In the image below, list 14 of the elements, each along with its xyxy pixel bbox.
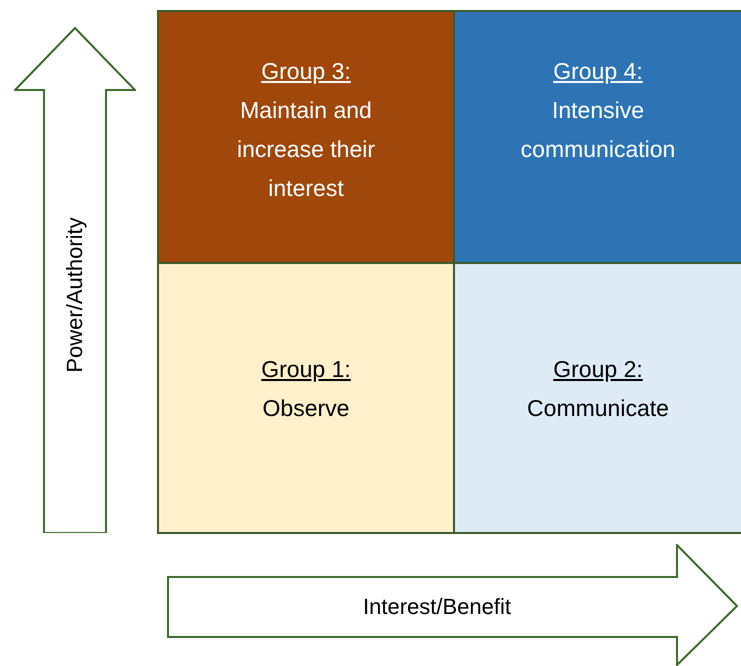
quadrant-box xyxy=(157,10,455,264)
group-heading: Group 4: xyxy=(553,57,643,86)
quadrant-box xyxy=(453,10,741,264)
group-heading: Group 3: xyxy=(261,57,351,86)
quadrant-box xyxy=(453,262,741,534)
axis-label: Interest/Benefit xyxy=(363,594,511,620)
quadrant-box xyxy=(157,262,455,534)
group-description: Communicate xyxy=(526,394,670,423)
group-description: Observe xyxy=(262,394,350,423)
axis-label: Power/Authority xyxy=(62,217,88,373)
group-heading: Group 1: xyxy=(261,355,351,384)
group-heading: Group 2: xyxy=(553,355,643,384)
group-description: Intensive communication xyxy=(520,96,676,164)
group-description: Maintain and increase their interest xyxy=(236,96,376,203)
